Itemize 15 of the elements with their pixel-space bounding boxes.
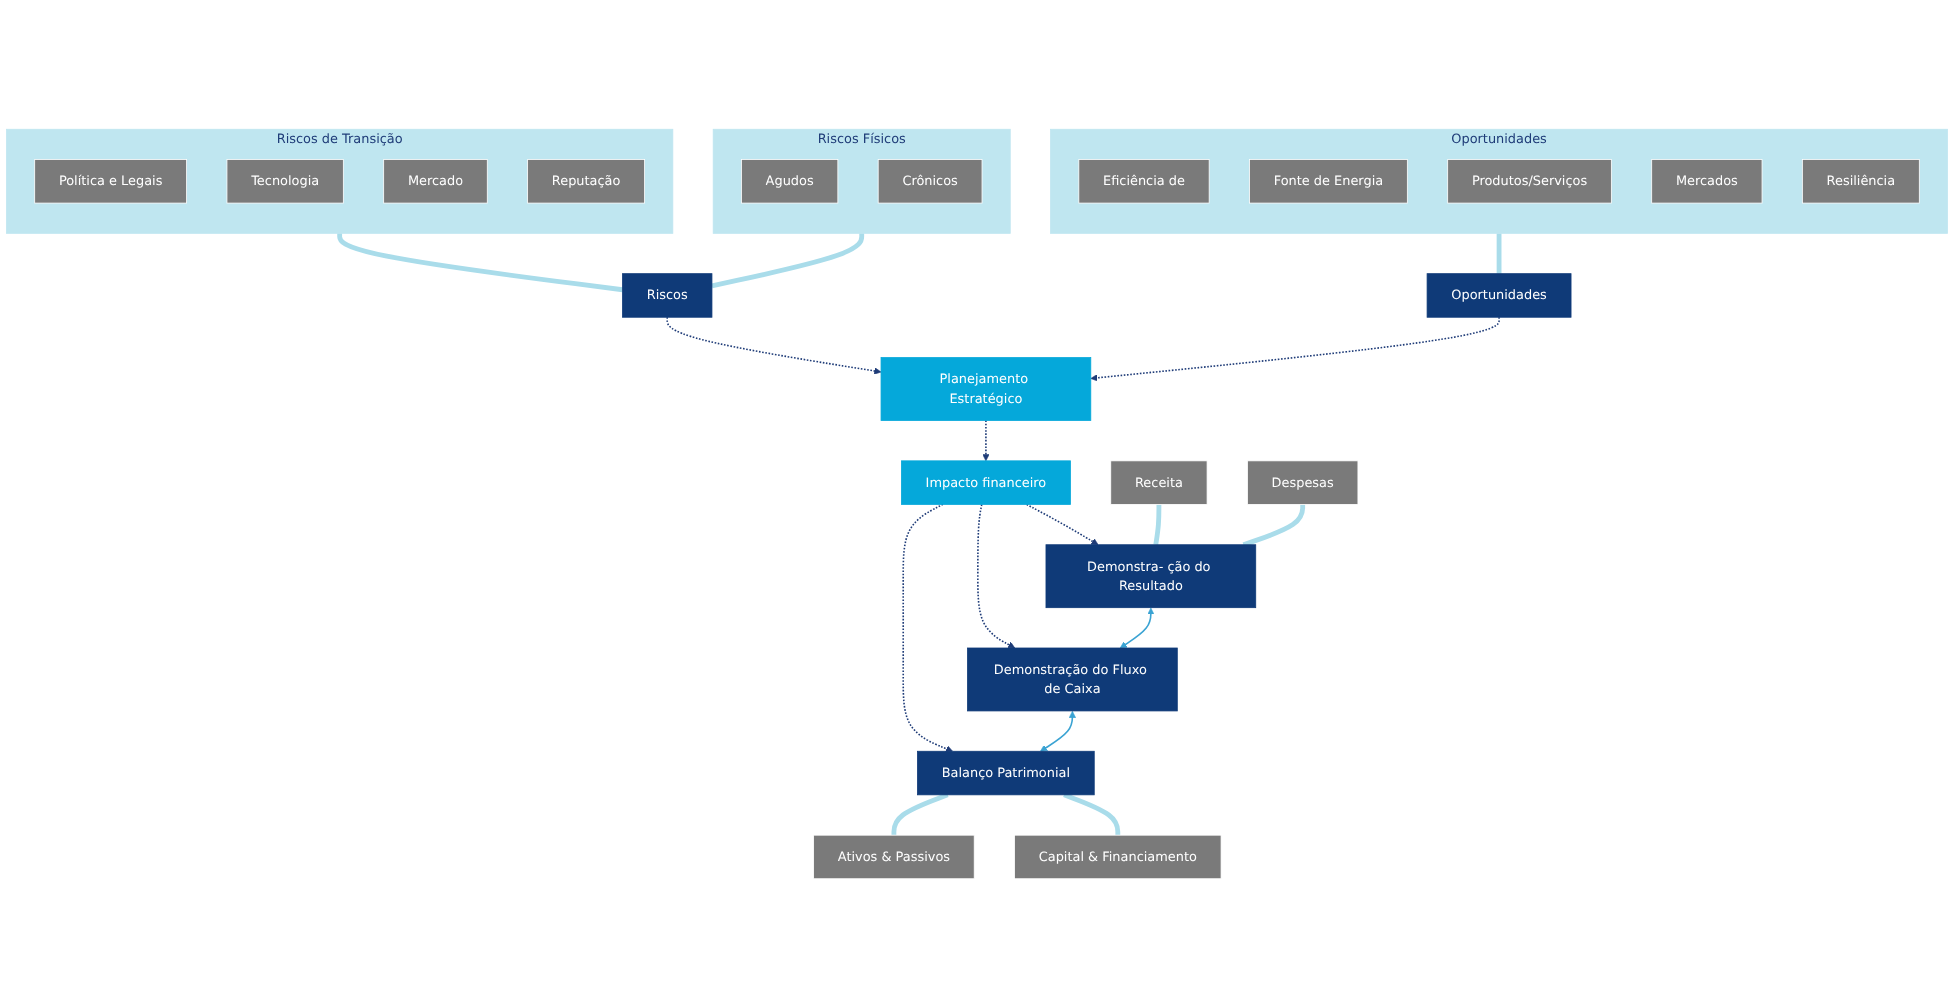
connector — [1242, 504, 1306, 548]
connector — [337, 233, 623, 293]
arrow — [1090, 316, 1500, 382]
arrow — [1119, 607, 1155, 649]
arrow — [666, 316, 882, 375]
connector — [1153, 504, 1162, 546]
arrow — [982, 419, 990, 462]
connector — [1496, 233, 1502, 274]
arrow — [977, 503, 1016, 649]
connector — [711, 233, 865, 289]
connector — [891, 792, 949, 836]
arrow — [902, 503, 953, 753]
arrow — [1040, 710, 1076, 752]
arrow — [1025, 503, 1099, 546]
connector — [1063, 792, 1121, 836]
